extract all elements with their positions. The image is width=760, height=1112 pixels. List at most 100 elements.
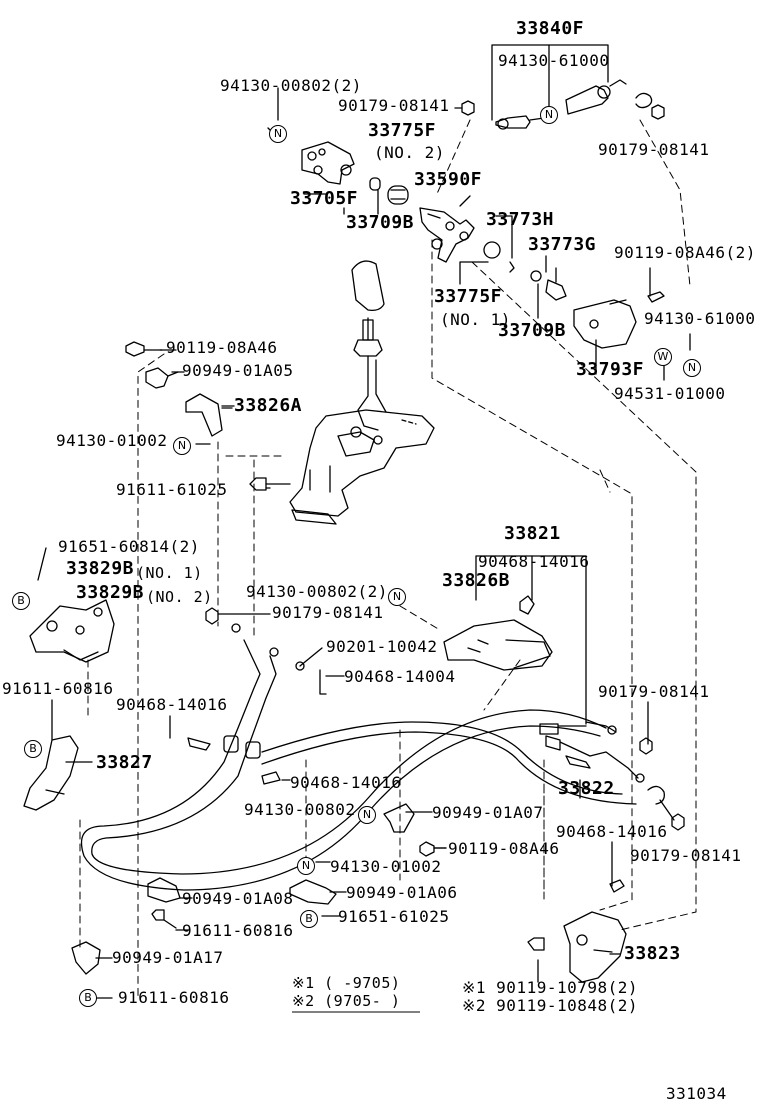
no1-mid-label: (NO. 1) xyxy=(440,310,511,329)
part-90949-01a06-label: 90949-01A06 xyxy=(346,883,458,902)
part-90468-14016-mid-label: 90468-14016 xyxy=(290,773,402,792)
n-symbol-6: N xyxy=(358,806,376,824)
part-33590f-label: 33590F xyxy=(414,169,483,190)
part-33829b-no1-label: 33829B xyxy=(66,558,135,579)
washer-90201-10042 xyxy=(295,661,305,671)
nut-90179-08141-low xyxy=(671,813,685,831)
part-33827-label: 33827 xyxy=(96,752,153,773)
b-symbol-3: B xyxy=(300,910,318,928)
clip-90949-01a07 xyxy=(383,803,415,833)
bolt-91611-61025 xyxy=(249,477,291,491)
n-symbol-7: N xyxy=(297,857,315,875)
part-91611-61025-label: 91611-61025 xyxy=(116,480,228,499)
n-symbol-5: N xyxy=(388,588,406,606)
part-90179-08141-right-label: 90179-08141 xyxy=(598,140,710,159)
part-94130-00802-low-label: 94130-00802 xyxy=(244,800,356,819)
part-90949-01a17-label: 90949-01A17 xyxy=(112,948,224,967)
bolt-90119-08a46 xyxy=(125,341,163,357)
plate-33793f xyxy=(573,291,665,349)
bracket-33823 xyxy=(527,911,627,983)
note-1-label: ※1 ( -9705) xyxy=(292,974,401,992)
part-33826a-label: 33826A xyxy=(234,395,303,416)
n-symbol-2: N xyxy=(540,106,558,124)
part-90468-14016-right-label: 90468-14016 xyxy=(556,822,668,841)
b-symbol-4: B xyxy=(79,989,97,1007)
part-90119-10848-2-label: ※2 90119-10848(2) xyxy=(462,996,639,1015)
no1-left-label: (NO. 1) xyxy=(136,564,203,582)
part-94130-01002-left-label: 94130-01002 xyxy=(56,431,168,450)
part-90179-08141-mid-label: 90179-08141 xyxy=(272,603,384,622)
assembly-dashed-lines xyxy=(79,119,697,1001)
part-90119-08a46-left-label: 90119-08A46 xyxy=(166,338,278,357)
nut-90179-08141-right2 xyxy=(639,737,653,755)
n-symbol-4: N xyxy=(173,437,191,455)
n-symbol-1: N xyxy=(269,125,287,143)
part-33840f-label: 33840F xyxy=(516,18,585,39)
part-90119-08a46-2-right-label: 90119-08A46(2) xyxy=(614,243,756,262)
w-symbol: W xyxy=(654,348,672,366)
clip-90468-14016-mid xyxy=(261,771,281,785)
bracket-33705f xyxy=(301,141,355,195)
bolt-90119-08a46-low xyxy=(419,841,447,857)
part-90468-14004-label: 90468-14004 xyxy=(344,667,456,686)
part-33775f-mid-label: 33775F xyxy=(434,286,503,307)
part-90179-08141-top-label: 90179-08141 xyxy=(338,96,450,115)
part-91611-60816-bottom-label: 91611-60816 xyxy=(118,988,230,1007)
bracket-33827 xyxy=(23,735,79,811)
clip-90468-14016-left xyxy=(187,737,211,751)
bracket-33829b xyxy=(29,599,115,663)
part-33821-label: 33821 xyxy=(504,523,561,544)
part-90468-14016-top-label: 90468-14016 xyxy=(478,552,590,571)
shift-base xyxy=(289,409,435,525)
clip-90949-01a06 xyxy=(289,879,337,905)
part-94130-00802-2-mid-label: 94130-00802(2) xyxy=(246,582,388,601)
part-33705f-label: 33705F xyxy=(290,188,359,209)
part-33775f-top-label: 33775F xyxy=(368,120,437,141)
b-symbol-1: B xyxy=(12,592,30,610)
part-33826b-label: 33826B xyxy=(442,570,511,591)
part-90949-01a07-label: 90949-01A07 xyxy=(432,803,544,822)
leader-lines xyxy=(37,87,691,999)
clip-90468-14016-right xyxy=(609,879,625,893)
note-2-label: ※2 (9705- ) xyxy=(292,992,401,1010)
clip-90949-01a17 xyxy=(71,941,101,975)
part-90179-08141-low-label: 90179-08141 xyxy=(630,846,742,865)
clip-90949-01a05 xyxy=(145,367,179,389)
part-33823-label: 33823 xyxy=(624,943,681,964)
part-90119-08a46-low-label: 90119-08A46 xyxy=(448,839,560,858)
part-90949-01a08-label: 90949-01A08 xyxy=(182,889,294,908)
clip-90468-14004 xyxy=(319,669,327,695)
part-94130-61000-right-label: 94130-61000 xyxy=(644,309,756,328)
part-94130-61000-top-label: 94130-61000 xyxy=(498,51,610,70)
bushing-33775f-top xyxy=(369,177,409,205)
part-91651-60814-2-label: 91651-60814(2) xyxy=(58,537,200,556)
part-91611-60816-left-label: 91611-60816 xyxy=(2,679,114,698)
shift-cables xyxy=(80,623,665,891)
bracket-33826b xyxy=(443,555,587,725)
part-33709b-top-label: 33709B xyxy=(346,212,415,233)
part-94531-01000-label: 94531-01000 xyxy=(614,384,726,403)
part-90949-01a05-label: 90949-01A05 xyxy=(182,361,294,380)
part-94130-01002-low-label: 94130-01002 xyxy=(330,857,442,876)
part-91611-60816-mid-label: 91611-60816 xyxy=(182,921,294,940)
part-90468-14016-left-label: 90468-14016 xyxy=(116,695,228,714)
nut-90179-08141-mid xyxy=(205,607,219,625)
no2-top-label: (NO. 2) xyxy=(374,143,445,162)
part-90201-10042-label: 90201-10042 xyxy=(326,637,438,656)
part-33822-label: 33822 xyxy=(558,778,615,799)
b-symbol-2: B xyxy=(24,740,42,758)
part-94130-00802-2-top-label: 94130-00802(2) xyxy=(220,76,362,95)
part-33709b-mid-label: 33709B xyxy=(498,320,567,341)
part-33773g-label: 33773G xyxy=(528,234,597,255)
no2-left-label: (NO. 2) xyxy=(146,588,213,606)
bolt-91611-60816-mid xyxy=(151,909,177,929)
shift-lever xyxy=(351,260,387,431)
part-91651-61025-label: 91651-61025 xyxy=(338,907,450,926)
part-33793f-label: 33793F xyxy=(576,359,645,380)
bracket-33826a xyxy=(185,393,235,437)
part-33829b-no2-label: 33829B xyxy=(76,582,145,603)
part-90179-08141-right2-label: 90179-08141 xyxy=(598,682,710,701)
part-90119-10798-2-label: ※1 90119-10798(2) xyxy=(462,978,639,997)
